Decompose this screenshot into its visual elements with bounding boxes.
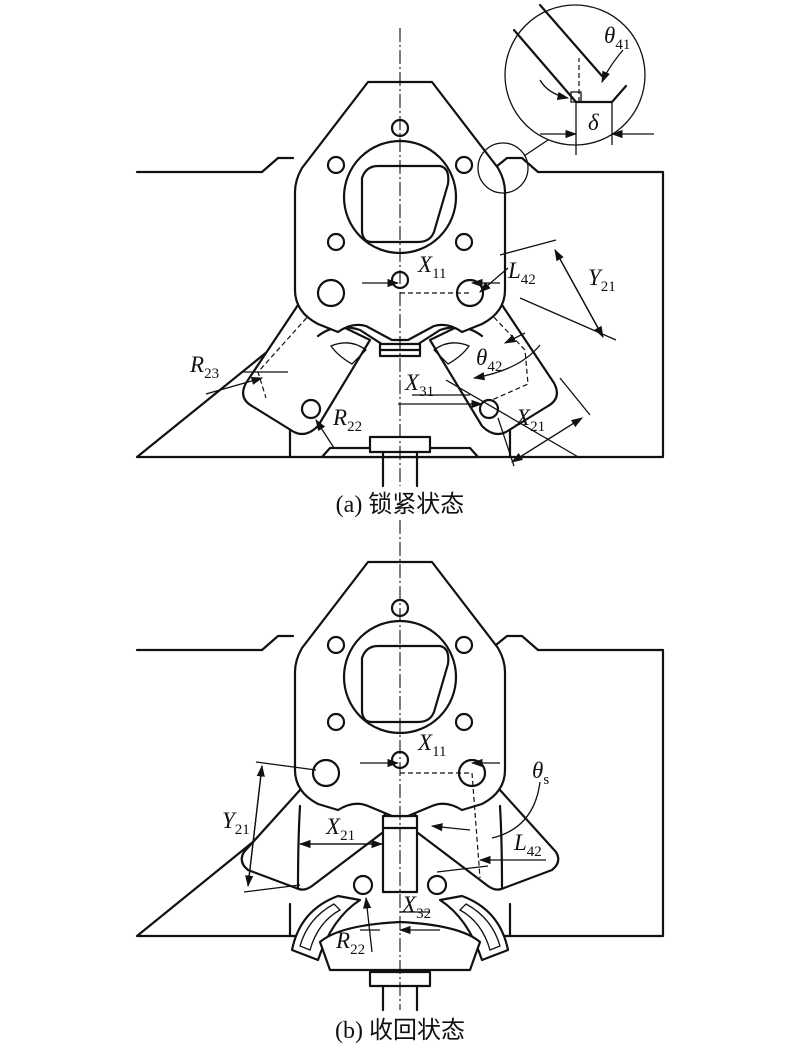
housing-b	[135, 634, 665, 938]
label-x31: X31	[404, 370, 434, 400]
right-pin-a	[478, 398, 500, 420]
right-arm-b	[412, 788, 560, 962]
detail-callout-a	[477, 3, 654, 194]
label-x32: X32	[401, 892, 431, 922]
left-arm-b	[240, 788, 388, 962]
dimensions-b	[243, 758, 546, 953]
label-delta: δ	[588, 110, 599, 135]
right-pin-b	[426, 874, 448, 896]
label-x21-a: X21	[515, 405, 545, 435]
panel-b-retracted-state: X11 θs Y21 X21 L42 X32 R22 (b) 收回状态	[135, 520, 665, 1044]
left-pivot-a	[316, 278, 346, 308]
caption-a: (a) 锁紧状态	[336, 491, 465, 518]
label-x21-b: X21	[325, 814, 355, 844]
label-theta42: θ42	[476, 345, 502, 375]
label-l42-b: L42	[513, 830, 542, 860]
label-thetas: θs	[532, 758, 549, 788]
label-r23: R23	[189, 352, 219, 382]
main-plate-b	[293, 560, 507, 879]
left-pin-b	[352, 874, 374, 896]
left-arm-a	[241, 293, 390, 436]
label-x11-a: X11	[417, 252, 447, 282]
left-pin-a	[300, 398, 322, 420]
label-l42-a: L42	[507, 258, 536, 288]
labels-a: θ41 δ X11 L42 Y21 θ42 R23 X31 R22 X21	[189, 23, 630, 435]
label-y21-b: Y21	[222, 808, 250, 838]
caption-b: (b) 收回状态	[335, 1017, 465, 1044]
label-y21-a: Y21	[588, 265, 616, 295]
label-r22-a: R22	[332, 405, 362, 435]
panel-a-locked-state: θ41 δ X11 L42 Y21 θ42 R23 X31 R22 X21 (a…	[135, 3, 665, 518]
right-arm-a	[410, 293, 559, 436]
dimensions-a	[205, 239, 617, 467]
left-pivot-b	[311, 758, 341, 788]
label-x11-b: X11	[417, 730, 447, 760]
label-r22-b: R22	[335, 928, 365, 958]
labels-b: X11 θs Y21 X21 L42 X32 R22	[222, 730, 549, 958]
label-theta41: θ41	[604, 23, 630, 53]
